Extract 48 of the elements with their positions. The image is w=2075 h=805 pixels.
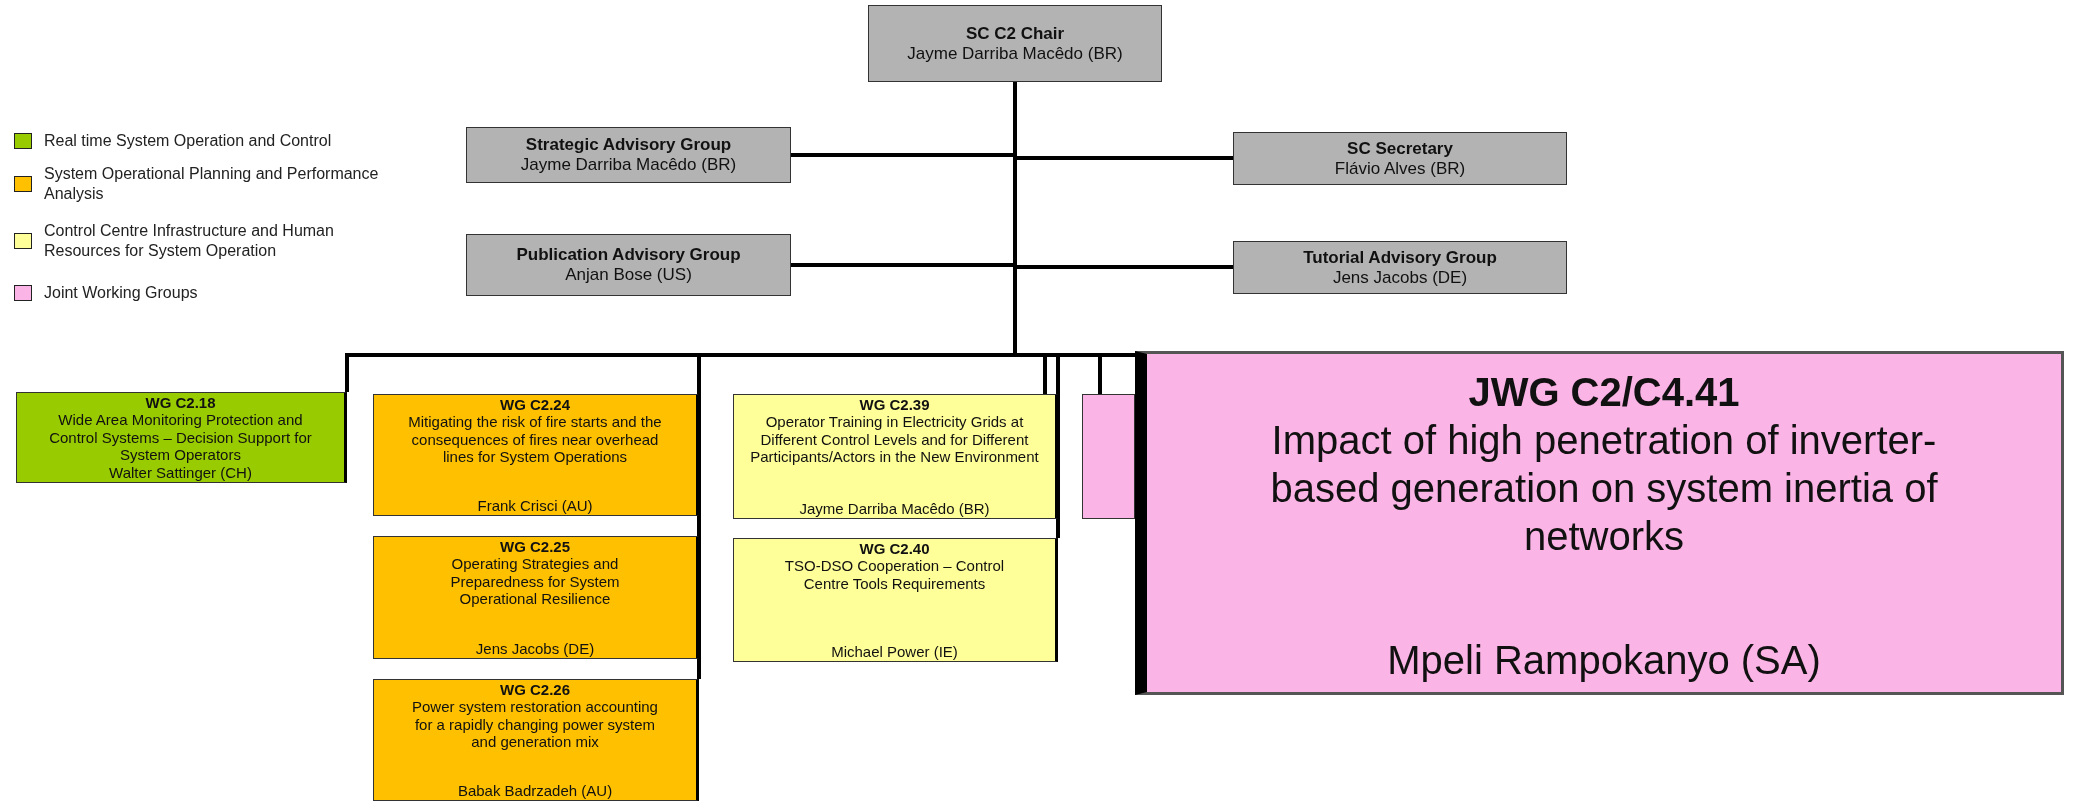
chair-name: Frank Crisci (AU) [477, 496, 593, 514]
group-title: Publication Advisory Group [516, 245, 741, 265]
person-name: Jayme Darriba Macêdo (BR) [907, 43, 1123, 64]
person-name: Flávio Alves (BR) [1334, 158, 1466, 179]
role-box [1233, 132, 1567, 185]
group-title: SC C2 Chair [965, 23, 1065, 44]
chair-name: Jayme Darriba Macêdo (BR) [799, 499, 990, 517]
group-title: Strategic Advisory Group [525, 135, 732, 155]
working-group-box [373, 394, 699, 516]
person-name: Jayme Darriba Macêdo (BR) [520, 155, 737, 175]
group-title: WG C2.25 [500, 538, 570, 556]
joint-working-group-box [1135, 351, 2064, 695]
group-title: Tutorial Advisory Group [1303, 247, 1497, 268]
person-name: Jens Jacobs (DE) [1332, 267, 1468, 288]
role-box [1233, 241, 1567, 294]
group-title: WG C2.39 [859, 396, 930, 414]
chair-name: Jens Jacobs (DE) [475, 639, 595, 657]
chair-name: Walter Sattinger (CH) [109, 463, 252, 481]
legend-label: System Operational Planning and Performance Analysis [44, 164, 380, 204]
person-name: Anjan Bose (US) [565, 265, 692, 285]
group-description: Wide Area Monitoring Protection and Control Systems – Decision Support for System Operators [48, 411, 313, 463]
group-title: WG C2.18 [145, 394, 216, 412]
group-description: Operator Training in Electricity Grids at Different Control Levels and for Different Participants/Actors in the New Environment [749, 413, 1040, 465]
chair-name: Michael Power (IE) [831, 642, 958, 660]
chair-name: Babak Badrzadeh (AU) [457, 781, 613, 799]
working-group-box [373, 536, 699, 659]
legend-label: Real time System Operation and Control [44, 131, 333, 151]
working-group-box [733, 394, 1058, 519]
working-group-box [16, 392, 347, 483]
group-title: JWG C2/C4.41 [1468, 369, 1740, 416]
legend-label: Control Centre Infrastructure and Human Resources for System Operation [44, 221, 335, 261]
working-group-box [733, 538, 1058, 662]
group-title: WG C2.40 [859, 540, 930, 558]
role-box [466, 127, 791, 183]
group-description: Operating Strategies and Preparedness for System Operational Resilience [449, 555, 621, 607]
group-description: Mitigating the risk of fire starts and the consequences of fires near overhead lines for System Operations [407, 413, 663, 465]
role-box [466, 234, 791, 296]
group-title: SC Secretary [1347, 138, 1453, 159]
group-description: Power system restoration accounting for a rapidly changing power system and generation mix [411, 698, 659, 750]
group-title: WG C2.26 [500, 681, 570, 699]
joint-working-group-box [1082, 394, 1135, 519]
group-title: WG C2.24 [500, 396, 570, 414]
working-group-box [373, 679, 699, 801]
role-box [868, 5, 1162, 82]
group-description: Impact of high penetration of inverter-based generation on system inertia of networks [1269, 417, 1939, 560]
chair-name: Mpeli Rampokanyo (SA) [1387, 637, 1821, 684]
legend-label: Joint Working Groups [44, 283, 199, 303]
group-description: TSO-DSO Cooperation – Control Centre Tools Requirements [783, 557, 1006, 592]
